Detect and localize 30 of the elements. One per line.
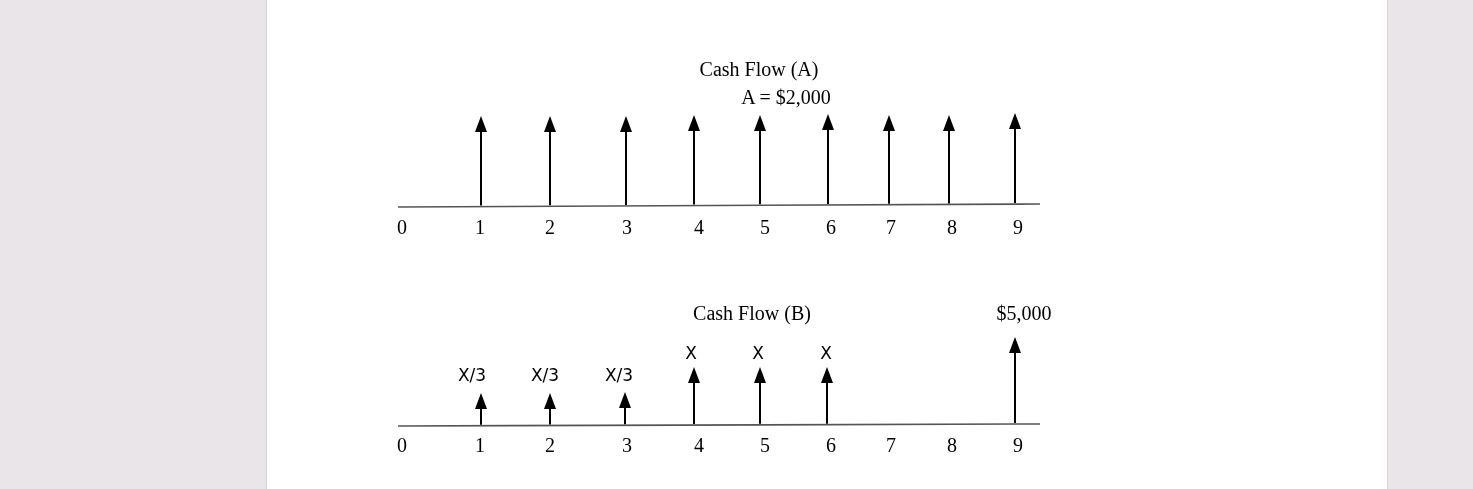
- period-number: 5: [760, 435, 770, 455]
- period-number: 9: [1013, 435, 1023, 455]
- period-number: 0: [397, 217, 407, 237]
- period-number: 7: [886, 435, 896, 455]
- amount-label: X/3: [604, 366, 634, 384]
- period-number: 1: [475, 435, 485, 455]
- period-number: 7: [886, 217, 896, 237]
- period-number: 6: [826, 217, 836, 237]
- amount-label: X: [820, 344, 832, 362]
- period-number: 4: [694, 435, 704, 455]
- period-number: 0: [397, 435, 407, 455]
- period-number: 1: [475, 217, 485, 237]
- period-number: 9: [1013, 217, 1023, 237]
- amount-label: $5,000: [996, 303, 1052, 323]
- period-number: 2: [545, 217, 555, 237]
- amount-label: X: [685, 344, 697, 362]
- period-number: 6: [826, 435, 836, 455]
- period-number: 4: [694, 217, 704, 237]
- amount-label: X/3: [457, 366, 487, 384]
- period-number: 5: [760, 217, 770, 237]
- amount-label: X: [752, 344, 764, 362]
- amount-label: X/3: [530, 366, 560, 384]
- period-number: 3: [622, 217, 632, 237]
- cash-flow-title: Cash Flow (B): [693, 303, 811, 323]
- cash-flow-title: Cash Flow (A): [699, 59, 819, 79]
- period-number: 3: [622, 435, 632, 455]
- period-number: 8: [947, 435, 957, 455]
- period-number: 8: [947, 217, 957, 237]
- amount-label: A = $2,000: [741, 87, 831, 107]
- period-number: 2: [545, 435, 555, 455]
